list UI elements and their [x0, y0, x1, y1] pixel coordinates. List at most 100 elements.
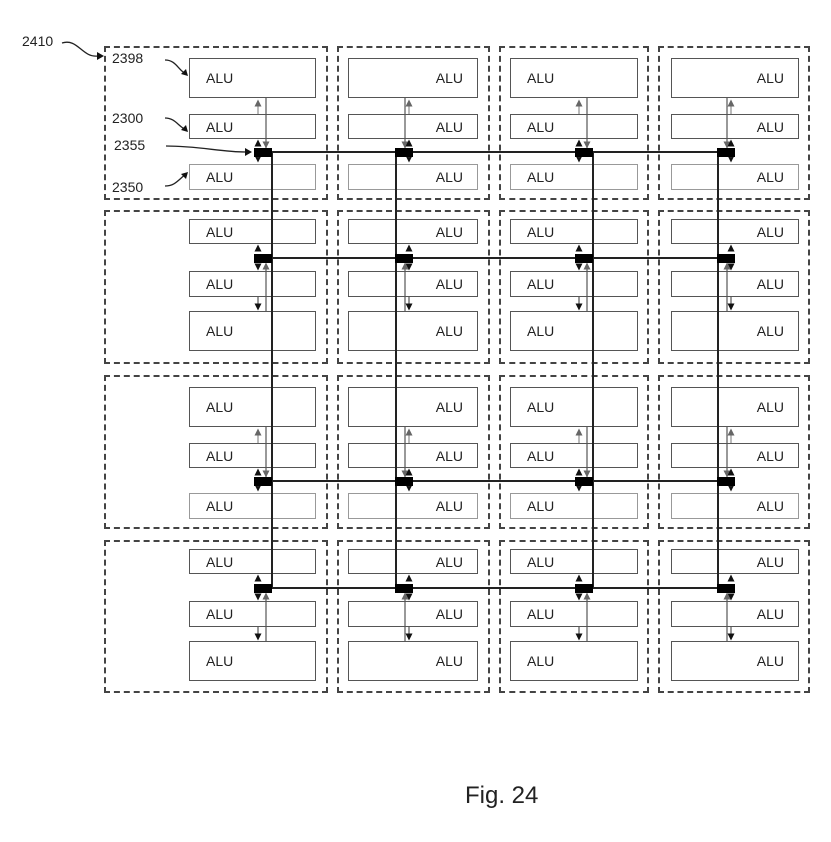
- arrow-up-icon: [262, 262, 270, 270]
- arrow-up-icon: [723, 262, 731, 270]
- leader-2355-arrowhead-icon: [245, 148, 252, 156]
- alu-label: ALU: [527, 223, 555, 240]
- arrow-down-icon: [575, 155, 583, 163]
- tile-r1-c4: [658, 46, 810, 200]
- alu-middle: ALU: [510, 271, 638, 297]
- switch-node-r3-c3: [575, 477, 593, 486]
- alu-label: ALU: [527, 323, 555, 339]
- alu-label: ALU: [435, 447, 463, 464]
- ref-label-2410: 2410: [22, 33, 54, 49]
- arrow-down-icon: [405, 593, 413, 601]
- arrow-down-icon: [575, 593, 583, 601]
- alu-label: ALU: [527, 70, 555, 86]
- alu-label: ALU: [206, 70, 234, 86]
- alu-label: ALU: [756, 169, 784, 185]
- alu-middle: ALU: [348, 271, 478, 297]
- alu-upper: ALU: [671, 219, 799, 244]
- arrow-down-icon: [727, 593, 735, 601]
- arrow-down-icon: [405, 484, 413, 492]
- alu-label: ALU: [206, 223, 234, 240]
- alu-label: ALU: [527, 276, 555, 292]
- alu-middle: ALU: [189, 271, 316, 297]
- switch-node-r2-c1: [254, 254, 272, 263]
- alu-label: ALU: [206, 606, 234, 622]
- tile-r4-c2: [337, 540, 490, 693]
- arrow-up-icon: [401, 262, 409, 270]
- arrow-up-icon: [575, 139, 583, 147]
- tile-r3-c1: [104, 375, 328, 529]
- alu-label: ALU: [527, 606, 555, 622]
- arrow-down-icon: [401, 141, 409, 149]
- arrow-up-icon: [262, 592, 270, 600]
- tile-r1-c1: [104, 46, 328, 200]
- arrow-up-icon: [575, 574, 583, 582]
- alu-middle: ALU: [348, 601, 478, 627]
- alu-lower: ALU: [510, 311, 638, 351]
- alu-label: ALU: [435, 606, 463, 622]
- arrow-down-icon: [405, 633, 413, 641]
- alu-lower: ALU: [348, 164, 478, 190]
- switch-node-r3-c4: [717, 477, 735, 486]
- alu-label: ALU: [206, 276, 234, 292]
- tile-r1-c3: [499, 46, 649, 200]
- tile-r2-c2: [337, 210, 490, 364]
- alu-label: ALU: [756, 498, 784, 514]
- alu-middle: ALU: [510, 443, 638, 468]
- alu-label: ALU: [206, 653, 234, 669]
- alu-label: ALU: [206, 447, 234, 464]
- alu-label: ALU: [756, 653, 784, 669]
- arrow-up-icon: [575, 99, 583, 107]
- arrow-down-icon: [405, 155, 413, 163]
- alu-lower: ALU: [510, 641, 638, 681]
- alu-middle: ALU: [510, 601, 638, 627]
- alu-upper: ALU: [510, 549, 638, 574]
- arrow-down-icon: [583, 470, 591, 478]
- arrow-up-icon: [405, 574, 413, 582]
- arrow-down-icon: [583, 141, 591, 149]
- alu-lower: ALU: [671, 641, 799, 681]
- alu-middle: ALU: [671, 443, 799, 468]
- switch-node-r3-c2: [395, 477, 413, 486]
- alu-lower: ALU: [671, 164, 799, 190]
- arrow-up-icon: [254, 574, 262, 582]
- leader-2300-arrowhead-icon: [181, 125, 188, 132]
- switch-node-r4-c4: [717, 584, 735, 593]
- alu-label: ALU: [756, 399, 784, 415]
- arrow-up-icon: [727, 428, 735, 436]
- alu-label: ALU: [756, 118, 784, 135]
- arrow-up-icon: [727, 139, 735, 147]
- leader-2350-arrowhead-icon: [181, 172, 188, 179]
- switch-node-r4-c1: [254, 584, 272, 593]
- alu-label: ALU: [527, 399, 555, 415]
- alu-middle: ALU: [189, 443, 316, 468]
- switch-node-r2-c2: [395, 254, 413, 263]
- arrow-up-icon: [254, 428, 262, 436]
- arrow-up-icon: [727, 468, 735, 476]
- tile-r3-c3: [499, 375, 649, 529]
- arrow-down-icon: [254, 633, 262, 641]
- switch-node-r1-c2: [395, 148, 413, 157]
- alu-label: ALU: [756, 276, 784, 292]
- arrow-down-icon: [405, 303, 413, 311]
- alu-middle: ALU: [189, 114, 316, 139]
- alu-upper: ALU: [189, 549, 316, 574]
- arrow-down-icon: [254, 593, 262, 601]
- arrow-down-icon: [727, 303, 735, 311]
- alu-label: ALU: [756, 223, 784, 240]
- alu-label: ALU: [206, 399, 234, 415]
- tile-r2-c1: [104, 210, 328, 364]
- arrow-up-icon: [254, 139, 262, 147]
- leader-2355: [165, 145, 247, 153]
- tile-r1-c2: [337, 46, 490, 200]
- alu-label: ALU: [435, 276, 463, 292]
- tile-r2-c3: [499, 210, 649, 364]
- alu-label: ALU: [756, 447, 784, 464]
- alu-label: ALU: [435, 70, 463, 86]
- arrow-up-icon: [254, 99, 262, 107]
- leader-2398: [164, 59, 187, 75]
- alu-label: ALU: [435, 553, 463, 570]
- alu-label: ALU: [527, 447, 555, 464]
- alu-upper: ALU: [189, 387, 316, 427]
- alu-middle: ALU: [671, 601, 799, 627]
